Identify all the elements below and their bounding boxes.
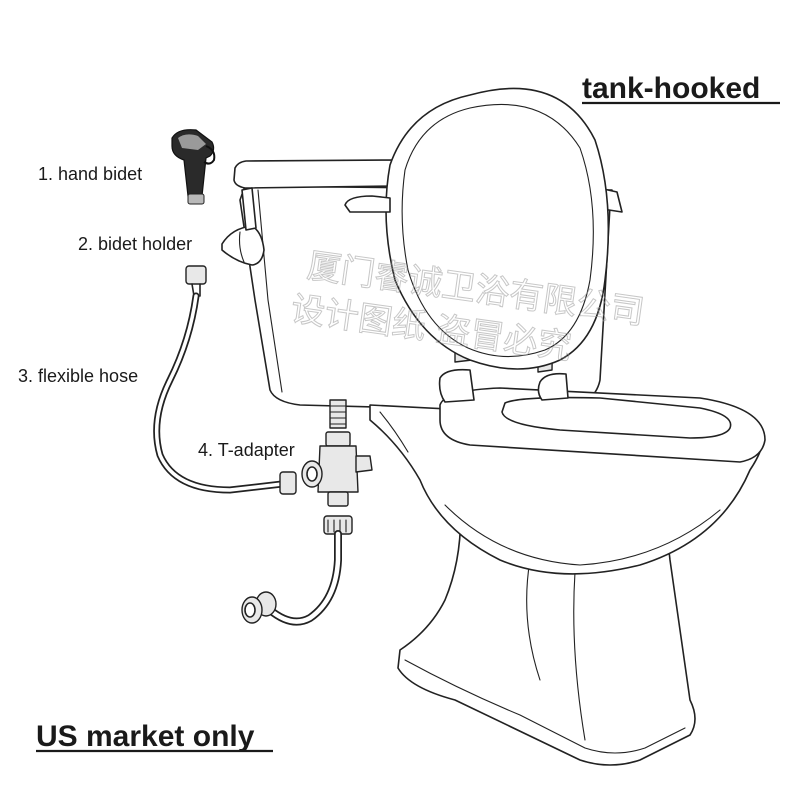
label-t-adapter: 4. T-adapter [198,440,295,460]
label-flexible-hose: 3. flexible hose [18,366,138,386]
label-hand-bidet: 1. hand bidet [38,164,142,184]
toilet-lid [385,87,610,370]
market-note: US market only [36,720,255,753]
flexible-hose-icon [153,265,297,495]
t-adapter-icon [301,431,373,535]
bidet-holder-icon [221,187,265,266]
hand-bidet-icon [171,129,216,205]
label-bidet-holder: 2. bidet holder [78,234,192,254]
toilet-illustration [233,87,766,766]
diagram-title: tank-hooked [582,72,760,105]
water-supply-line [241,530,342,626]
tank-inlet-thread [329,399,347,429]
tank-lid [233,159,399,189]
